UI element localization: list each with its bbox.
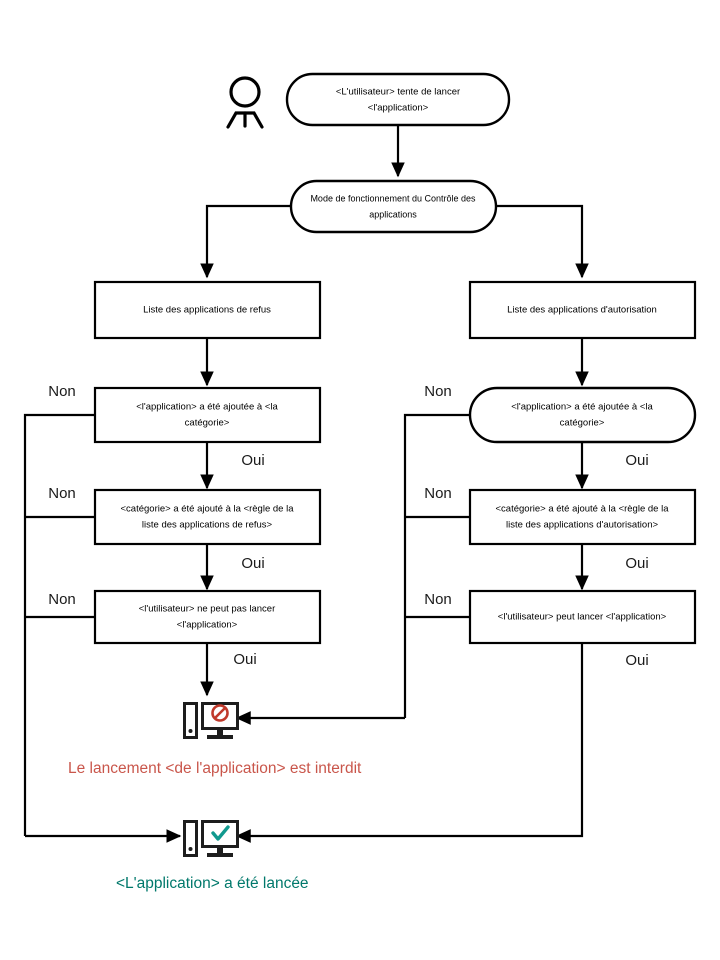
edge-allow-user-yes-to-allowed — [235, 643, 584, 843]
computer-allowed-icon — [183, 820, 239, 857]
node-mode-line2: applications — [369, 209, 417, 219]
node-cannot-launch-line1: <l'utilisateur> ne peut pas lancer — [139, 604, 275, 615]
label-allow-added-yes: Oui — [625, 452, 648, 469]
allowed-caption: <L'application> a été lancée — [116, 875, 309, 892]
label-deny-user-yes: Oui — [233, 651, 256, 668]
node-start-line1: <L'utilisateur> tente de lancer — [336, 87, 460, 98]
label-allow-user-yes: Oui — [625, 652, 648, 669]
node-deny-added-category-line2: catégorie> — [185, 418, 230, 429]
edge-mode-to-deny-list — [200, 204, 291, 279]
node-deny-added-category-line1: <l'application> a été ajoutée à <la — [136, 402, 278, 413]
denied-caption: Le lancement <de l'application> est inte… — [68, 760, 362, 777]
node-allow-category-rule-line2: liste des applications d'autorisation> — [506, 520, 659, 531]
computer-blocked-icon — [183, 702, 239, 739]
node-allow-added-category: <l'application> a été ajoutée à <la caté… — [468, 386, 697, 444]
node-allow-category-rule: <catégorie> a été ajouté à la <règle de … — [468, 488, 697, 546]
label-allow-user-no: Non — [424, 591, 452, 608]
node-allow-category-rule-line1: <catégorie> a été ajouté à la <règle de … — [496, 504, 670, 515]
edge-mode-to-allow-list — [496, 204, 589, 279]
edge-allow-added-no — [403, 413, 470, 718]
node-deny-category-rule-line2: liste des applications de refus> — [142, 520, 273, 531]
label-deny-rule-no: Non — [48, 485, 76, 502]
node-mode: Mode de fonctionnement du Contrôle des a… — [289, 179, 498, 234]
node-deny-list-line1: Liste des applications de refus — [143, 305, 271, 316]
edge-deny-added-no — [23, 413, 95, 836]
node-can-launch: <l'utilisateur> peut lancer <l'applicati… — [468, 589, 697, 645]
label-deny-rule-yes: Oui — [241, 555, 264, 572]
label-allow-rule-no: Non — [424, 485, 452, 502]
label-allow-rule-yes: Oui — [625, 555, 648, 572]
node-start: <L'utilisateur> tente de lancer <l'appli… — [285, 72, 511, 127]
label-allow-added-no: Non — [424, 383, 452, 400]
node-mode-line1: Mode de fonctionnement du Contrôle des — [310, 193, 476, 203]
label-deny-user-no: Non — [48, 591, 76, 608]
node-deny-category-rule: <catégorie> a été ajouté à la <règle de … — [93, 488, 322, 546]
node-allow-added-category-line2: catégorie> — [560, 418, 605, 429]
node-allow-list: Liste des applications d'autorisation — [468, 280, 697, 340]
node-cannot-launch-line2: <l'application> — [177, 620, 238, 631]
label-deny-added-no: Non — [48, 383, 76, 400]
node-deny-category-rule-line1: <catégorie> a été ajouté à la <règle de … — [121, 504, 295, 515]
node-cannot-launch: <l'utilisateur> ne peut pas lancer <l'ap… — [93, 589, 322, 645]
node-deny-added-category: <l'application> a été ajoutée à <la caté… — [93, 386, 322, 444]
node-start-line2: <l'application> — [368, 103, 429, 114]
label-deny-added-yes: Oui — [241, 452, 264, 469]
person-icon — [226, 76, 264, 129]
node-allow-list-line1: Liste des applications d'autorisation — [507, 305, 657, 316]
node-deny-list: Liste des applications de refus — [93, 280, 322, 340]
node-can-launch-line1: <l'utilisateur> peut lancer <l'applicati… — [498, 612, 667, 623]
node-allow-added-category-line1: <l'application> a été ajoutée à <la — [511, 402, 653, 413]
